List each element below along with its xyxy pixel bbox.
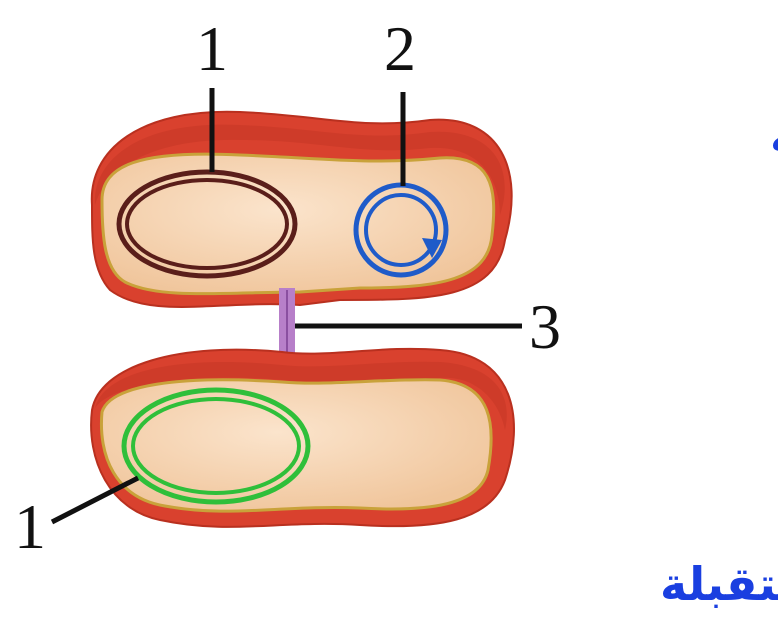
label-2: 2 bbox=[384, 13, 416, 84]
label-1-bottom: 1 bbox=[14, 491, 46, 562]
recipient-cell-label: خلية متقبلة bbox=[660, 557, 778, 611]
donor-cell-label: خلية مانحة bbox=[770, 109, 778, 163]
recipient-cell bbox=[91, 349, 514, 527]
donor-cell bbox=[92, 112, 512, 307]
label-3: 3 bbox=[529, 291, 561, 362]
label-1-top: 1 bbox=[196, 13, 228, 84]
